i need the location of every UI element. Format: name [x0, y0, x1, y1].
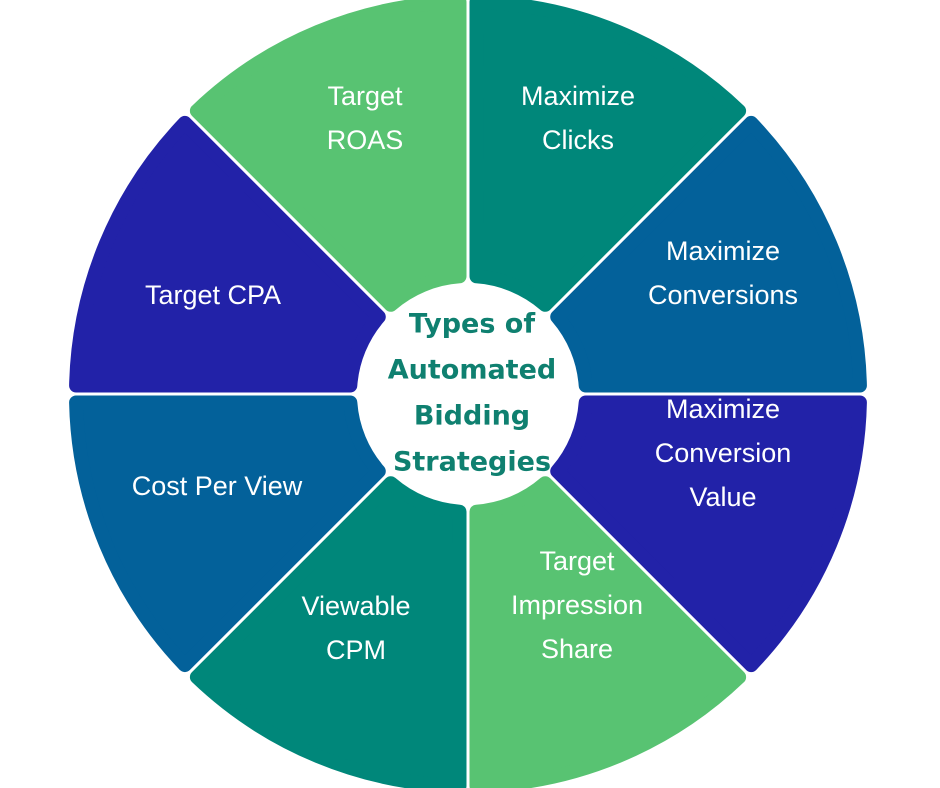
segment-cost-per-view: Cost Per View — [69, 395, 386, 673]
segment-maximize-conversion-value-label-line: Maximize — [666, 394, 780, 424]
segment-target-impression-share-label-line: Impression — [511, 590, 643, 620]
segment-target-cpa-label-line: Target CPA — [145, 280, 281, 310]
segment-viewable-cpm-label-line: Viewable — [301, 591, 410, 621]
segment-maximize-conversion-value-label-line: Value — [689, 482, 756, 512]
segment-target-cpa-shape — [69, 115, 386, 393]
segment-target-cpa-label: Target CPA — [145, 280, 281, 310]
segment-target-roas-label-line: ROAS — [327, 125, 404, 155]
segment-target-impression-share-label-line: Share — [541, 634, 613, 664]
segment-maximize-conversion-value-label-line: Conversion — [655, 438, 792, 468]
segment-maximize-clicks-label-line: Maximize — [521, 81, 635, 111]
segment-maximize-clicks-label-line: Clicks — [542, 125, 614, 155]
segment-target-impression-share-shape — [469, 476, 747, 788]
segment-cost-per-view-label-line: Cost Per View — [132, 471, 303, 501]
segment-target-impression-share-label-line: Target — [539, 546, 615, 576]
segment-maximize-conversions-label-line: Maximize — [666, 236, 780, 266]
center-title-line: Strategies — [393, 447, 551, 478]
segment-maximize-conversions-label-line: Conversions — [648, 280, 798, 310]
segment-cost-per-view-shape — [69, 395, 386, 673]
segment-target-cpa: Target CPA — [69, 115, 386, 393]
segment-viewable-cpm-shape — [189, 476, 467, 788]
segment-maximize-conversion-value-shape — [550, 395, 867, 673]
segment-maximize-conversions-shape — [550, 115, 867, 393]
center-title-line: Automated — [388, 355, 556, 386]
center-title-line: Bidding — [414, 401, 530, 432]
segment-viewable-cpm-label-line: CPM — [326, 635, 386, 665]
segment-maximize-clicks-shape — [469, 0, 747, 312]
segment-target-roas-shape — [189, 0, 467, 312]
center-title-line: Types of — [409, 309, 535, 340]
segment-target-roas-label-line: Target — [327, 81, 403, 111]
segment-cost-per-view-label: Cost Per View — [132, 471, 303, 501]
